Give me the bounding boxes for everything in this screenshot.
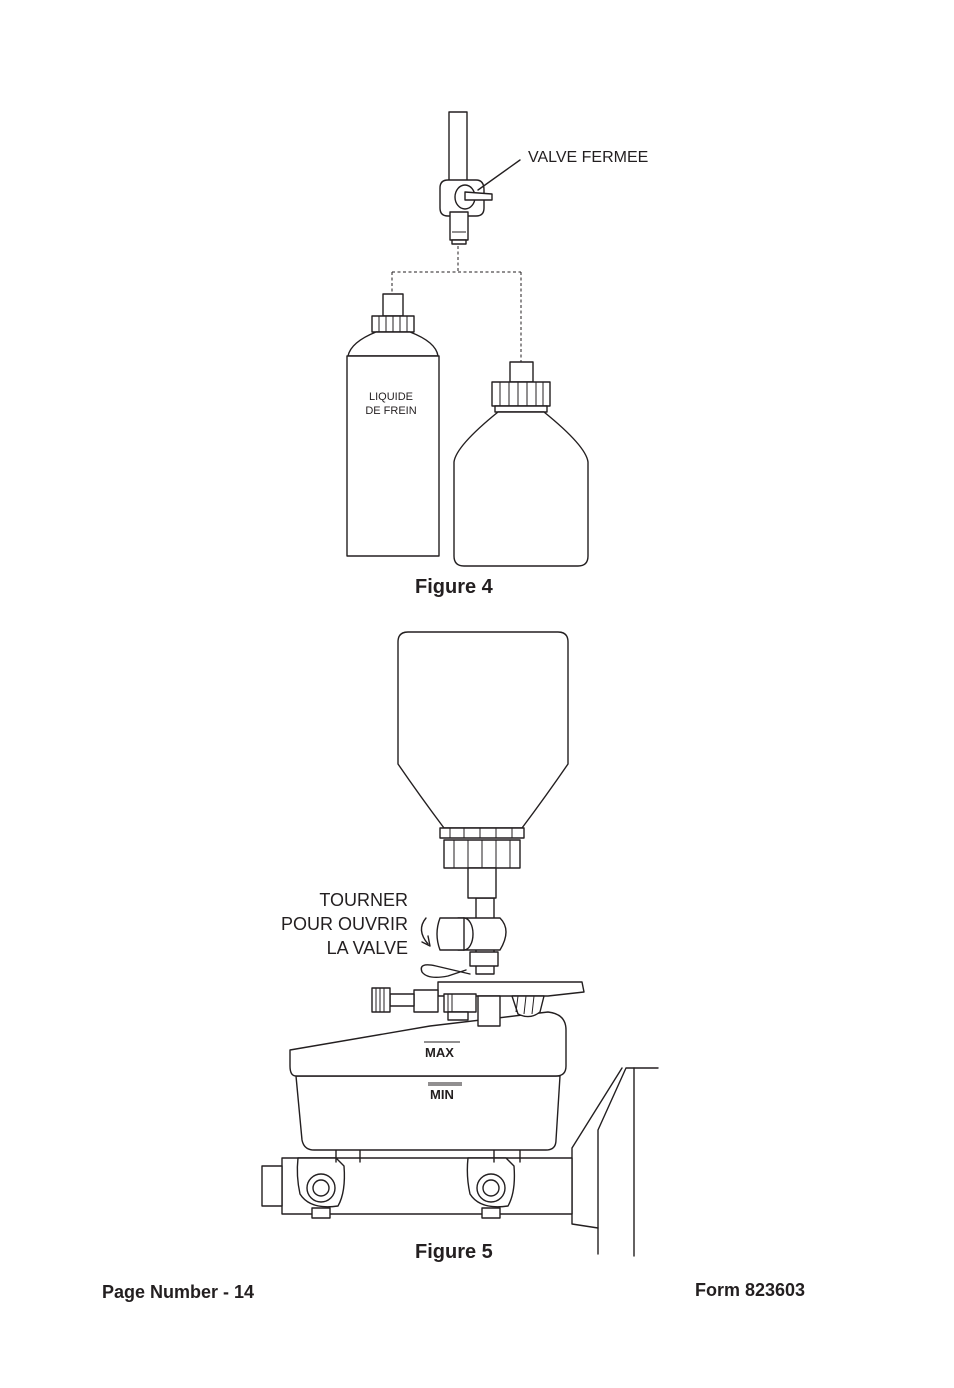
turn-to-open-callout: TOURNER POUR OUVRIR LA VALVE [262,888,408,960]
spring-clip [420,964,471,979]
min-level-mark: MIN [430,1087,454,1102]
collection-bottle [453,361,589,567]
fluid-reservoir [289,1011,567,1151]
hose-connection-dashed [391,246,522,362]
can-label-line-2: DE FREIN [365,405,417,417]
callout-line-3: LA VALVE [326,938,408,958]
page-number: Page Number - 14 [102,1282,255,1302]
valve-callout-leader [477,159,521,191]
figure-5-caption: Figure 5 [415,1241,493,1263]
master-cylinder-bore [261,1149,573,1219]
bleeder-valve-open [436,897,507,975]
brake-fluid-can-label: LIQUIDE DE FREIN [350,390,432,418]
brake-fluid-can [346,293,440,557]
form-number: Form 823603 [695,1280,806,1300]
figure-4-illustration [346,111,589,567]
valve-closed-label: VALVE FERMEE [528,149,649,166]
can-label-line-1: LIQUIDE [368,391,413,403]
master-cylinder-mount [571,1067,659,1257]
figure-4-caption: Figure 4 [415,576,493,598]
adapter-clamp [371,981,585,1027]
turn-direction-arrow [420,917,431,947]
callout-line-2: POUR OUVRIR [280,914,408,934]
max-level-mark: MAX [425,1045,454,1060]
bleeder-valve-closed [439,111,493,245]
callout-line-1: TOURNER [319,890,408,910]
figure-5-illustration: MAX MIN [261,631,659,1257]
inverted-fluid-bottle [397,631,569,899]
